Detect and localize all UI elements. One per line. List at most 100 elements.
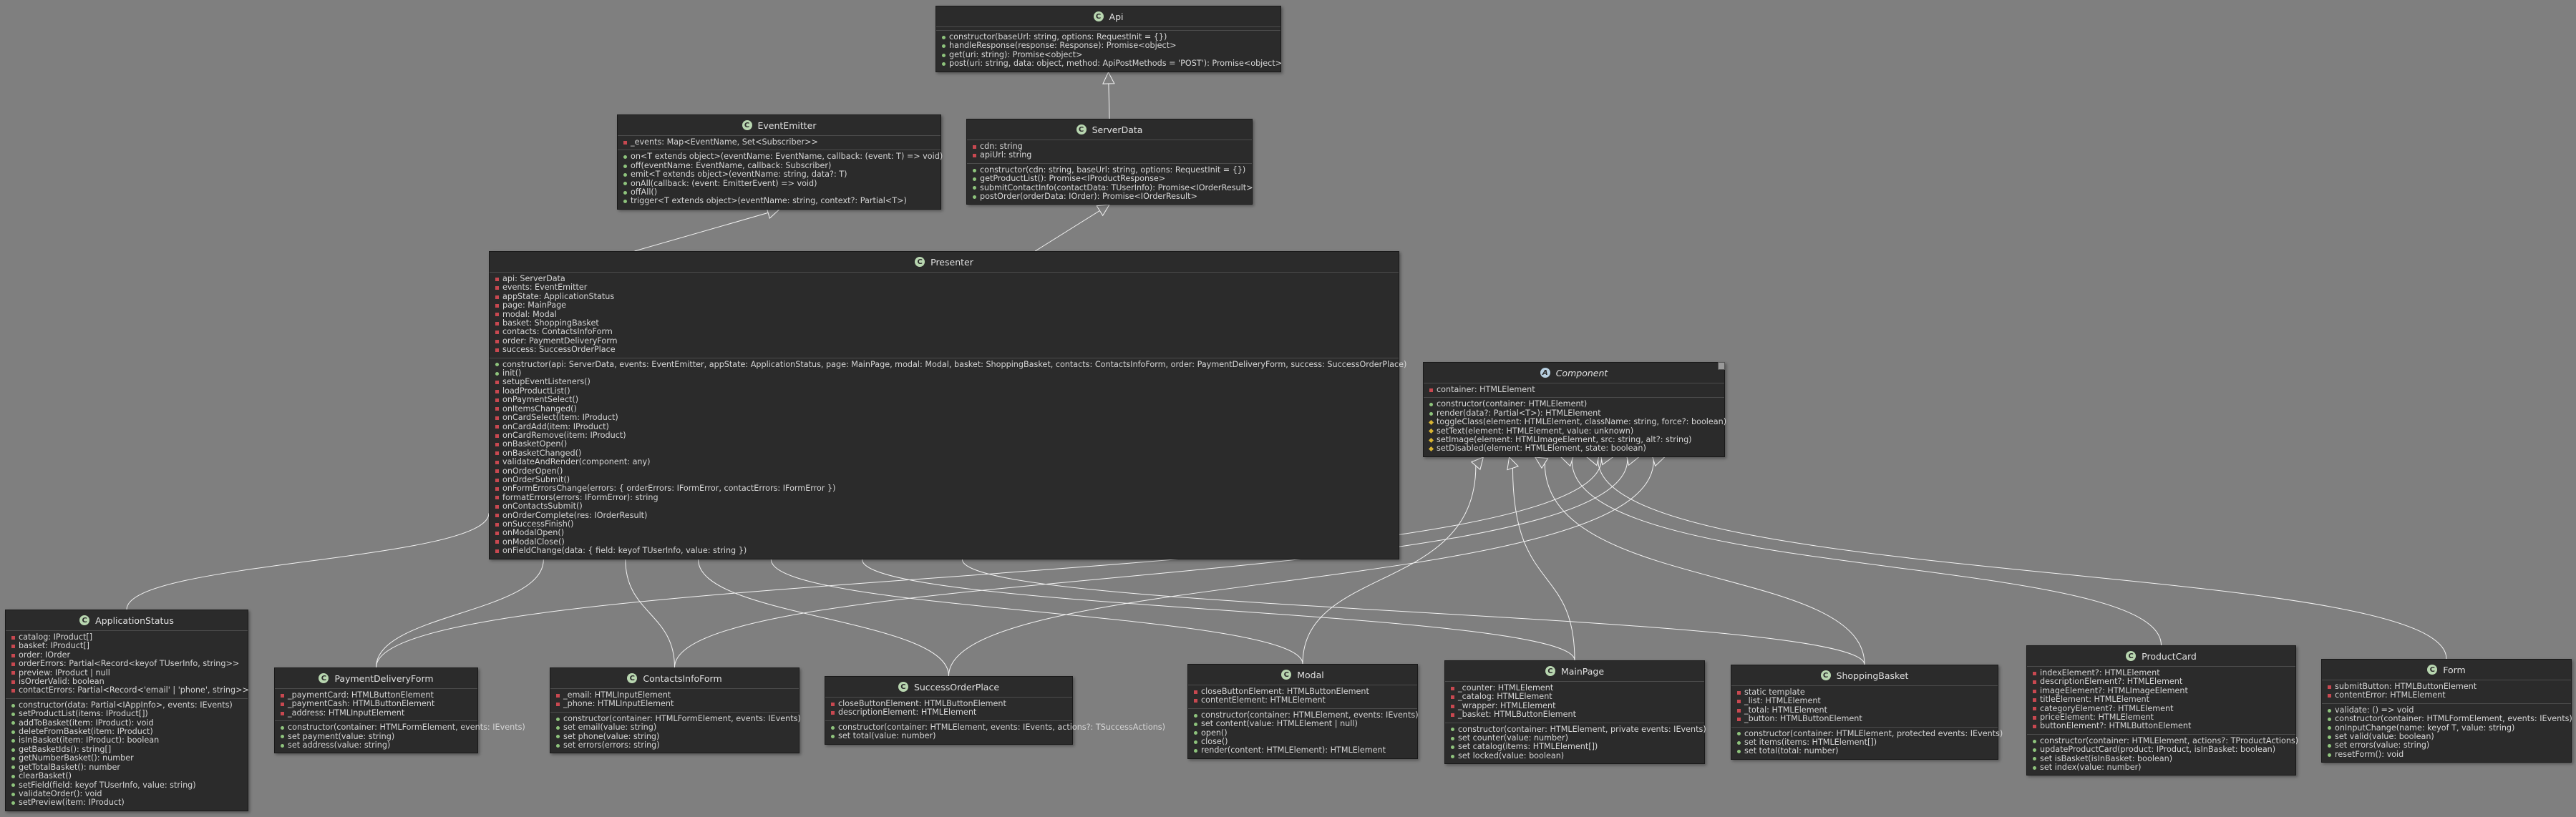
methods-section: constructor(container: HTMLElement, even…: [1188, 708, 1419, 758]
method: postOrder(orderData: IOrder): Promise<IO…: [973, 192, 1246, 201]
field-text: descriptionElement?: HTMLElement: [2040, 677, 2183, 687]
method-text: onInputChange(name: keyof T, value: stri…: [2335, 723, 2515, 733]
public-visibility-icon: [942, 53, 946, 57]
field: submitButton: HTMLButtonElement: [2328, 682, 2565, 691]
private-visibility-icon: [2033, 689, 2036, 693]
method-text: onPaymentSelect(): [502, 395, 579, 405]
private-visibility-icon: [495, 540, 499, 544]
method-text: set locked(value: boolean): [1458, 750, 1565, 760]
protected-visibility-icon: [1428, 446, 1434, 452]
method: getProductList(): Promise<IProductRespon…: [973, 174, 1246, 183]
fields-section: static template_list: HTMLElement_total:…: [1731, 685, 1998, 727]
field: catalog: IProduct[]: [11, 632, 242, 642]
field-text: _list: HTMLElement: [1744, 696, 1821, 706]
method: onFormErrorsChange(errors: { orderErrors…: [495, 484, 1393, 493]
methods-section: constructor(data: Partial<IAppInfo>, eve…: [6, 698, 248, 811]
private-visibility-icon: [11, 689, 15, 693]
method-text: getNumberBasket(): number: [19, 753, 134, 763]
field-text: modal: Modal: [502, 309, 557, 319]
field-text: _counter: HTMLElement: [1458, 683, 1554, 693]
method-text: constructor(container: HTMLFormElement, …: [288, 723, 525, 733]
private-visibility-icon: [495, 469, 499, 474]
method: set valid(value: boolean): [2328, 732, 2565, 741]
class-name: Api: [1109, 11, 1124, 22]
field: contentElement: HTMLElement: [1194, 695, 1411, 705]
method: constructor(container: HTMLFormElement, …: [281, 723, 525, 732]
public-visibility-icon: [2328, 744, 2331, 748]
method-text: constructor(container: HTMLElement, even…: [838, 722, 1165, 732]
public-visibility-icon: [942, 35, 946, 39]
association-line: [961, 559, 1865, 665]
public-visibility-icon: [973, 186, 976, 190]
method-text: set index(value: number): [2040, 763, 2142, 773]
method-text: setImage(element: HTMLImageElement, src:…: [1437, 435, 1692, 445]
method: setField(field: keyof TUserInfo, value: …: [11, 781, 242, 790]
private-visibility-icon: [973, 145, 976, 149]
public-visibility-icon: [973, 177, 976, 181]
public-visibility-icon: [495, 371, 499, 376]
field-text: api: ServerData: [502, 274, 565, 283]
inheritance-arrowhead: [1507, 456, 1520, 471]
public-visibility-icon: [11, 730, 15, 734]
methods-section: constructor(container: HTMLElement, prot…: [1731, 726, 2003, 759]
method: offAll(): [623, 187, 935, 197]
public-visibility-icon: [831, 734, 835, 738]
inheritance-line: [1512, 468, 1575, 661]
association-line: [376, 559, 544, 668]
field: page: MainPage: [495, 300, 1393, 310]
field: order: IOrder: [11, 650, 242, 660]
private-visibility-icon: [495, 339, 499, 343]
method-text: onBasketChanged(): [502, 448, 582, 458]
public-visibility-icon: [1429, 411, 1433, 416]
method-text: validateAndRender(component: any): [502, 457, 651, 467]
private-visibility-icon: [495, 487, 499, 491]
private-visibility-icon: [495, 532, 499, 536]
method-text: setProductList(items: IProduct[]): [19, 709, 148, 719]
method: getTotalBasket(): number: [11, 763, 242, 772]
method: set email(value: string): [556, 723, 793, 732]
method: onContactsSubmit(): [495, 502, 1393, 511]
field-text: page: MainPage: [502, 300, 567, 310]
method-text: set total(value: number): [838, 731, 936, 741]
public-visibility-icon: [942, 62, 946, 66]
method-text: constructor(data: Partial<IAppInfo>, eve…: [19, 700, 233, 710]
method-text: render(data?: Partial<T>): HTMLElement: [1437, 408, 1601, 418]
field-text: _wrapper: HTMLElement: [1458, 700, 1556, 710]
class-icon: C: [1545, 666, 1555, 676]
method-text: constructor(baseUrl: string, options: Re…: [949, 32, 1167, 41]
method: loadProductList(): [495, 386, 1393, 396]
field-text: container: HTMLElement: [1437, 385, 1535, 394]
method-text: set catalog(items: HTMLElement[]): [1458, 742, 1598, 752]
private-visibility-icon: [1451, 713, 1454, 717]
field-text: priceElement: HTMLElement: [2040, 713, 2154, 723]
method-text: setText(element: HTMLElement, value: unk…: [1437, 426, 1634, 436]
method-text: validateOrder(): void: [19, 788, 102, 798]
method-text: addToBasket(item: IProduct): void: [19, 718, 154, 728]
method: onOrderOpen(): [495, 466, 1393, 476]
field-text: cdn: string: [980, 142, 1023, 151]
method-text: validate: () => void: [2335, 705, 2414, 715]
method-text: loadProductList(): [502, 386, 570, 396]
method-text: onOrderSubmit(): [502, 474, 570, 484]
field-text: contentElement: HTMLElement: [1201, 695, 1326, 705]
method: constructor(container: HTMLFormElement, …: [556, 714, 801, 723]
public-visibility-icon: [623, 190, 627, 195]
private-visibility-icon: [1194, 690, 1197, 694]
